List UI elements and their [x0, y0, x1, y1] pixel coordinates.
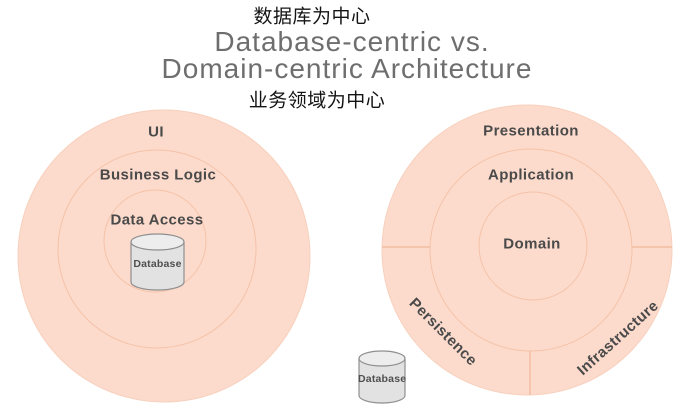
domain-centric-outer-circle — [381, 104, 673, 396]
label-ui-ring: UI — [148, 123, 164, 141]
database-cylinder-icon — [358, 350, 406, 404]
label-presentation-ring: Presentation — [483, 122, 579, 140]
label-data-access-ring: Data Access — [110, 211, 204, 229]
label-business-logic-ring: Business Logic — [99, 166, 217, 184]
db-centric-inner-circle — [103, 189, 207, 293]
database-cylinder-icon — [130, 233, 185, 291]
db-centric-middle-circle — [57, 149, 257, 349]
annotation-database-centric: 数据库为中心 — [253, 6, 371, 28]
database-cylinder-left: Database — [130, 233, 185, 291]
label-domain-ring: Domain — [503, 235, 561, 253]
page-title-line2: Domain-centric Architecture — [161, 53, 533, 84]
domain-centric-inner-circle — [478, 191, 588, 301]
domain-centric-circles — [381, 104, 673, 396]
database-cylinder-label: Database — [133, 258, 182, 270]
label-application-ring: Application — [487, 166, 575, 184]
database-cylinder-label: Database — [358, 373, 407, 385]
domain-centric-middle-circle — [429, 148, 633, 352]
annotation-domain-centric: 业务领域为中心 — [248, 90, 386, 112]
page-title-line1: Database-centric vs. — [214, 26, 490, 57]
database-cylinder-right: Database — [358, 350, 406, 404]
